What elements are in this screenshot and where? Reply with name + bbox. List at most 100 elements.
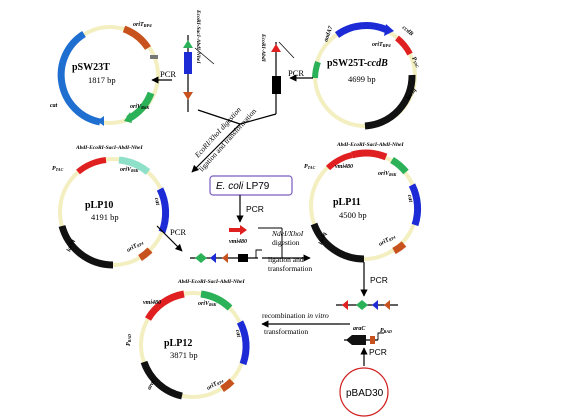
insert-fragment-right: EcoRI-AbdI — [260, 33, 295, 114]
digestion-2: NdeI/XhoI digestion ligation and transfo… — [258, 227, 312, 273]
plp12-arac-label: araC — [147, 376, 159, 391]
linear-fragment-middle — [190, 249, 262, 263]
psw23t-oriv-arrowhead — [124, 112, 132, 123]
plp11-oriv-label: oriVR6K — [378, 171, 397, 177]
plp11-laciq-gene — [310, 222, 365, 263]
plp12-cat-gene — [236, 320, 250, 366]
linear-fragment-right — [336, 300, 398, 310]
plp11-ptac-red — [325, 152, 353, 171]
plp10-oriv-label: oriVR6K — [120, 167, 139, 173]
plp10-ptac-label: PTAC — [52, 166, 64, 172]
digestion-2-label: NdeI/XhoI — [271, 229, 304, 238]
plasmid-psw23t: pSW23T 1817 bp oriTRP4 cat oriVR6K — [50, 22, 160, 126]
plp11-laciq-label: lacIq — [318, 232, 328, 246]
pcr-step-4: PCR — [360, 262, 388, 297]
plasmid-plp11: AbdI-EcoRI-SacI-AbdI-NheI pLP11 4500 bp … — [304, 142, 422, 263]
fragment-left-orange-arrow — [183, 92, 193, 100]
psw23t-oriv-label: oriVR6K — [130, 104, 150, 110]
plp12-cat-label: cat — [234, 329, 241, 338]
linear-mid-blue — [210, 253, 216, 263]
arac-fragment: araC PBAD PCR — [344, 326, 392, 366]
pcr-1-label: PCR — [160, 69, 176, 79]
vmi480-fragment-label: vmi480 — [229, 239, 247, 245]
ligation-2-label: ligation and — [268, 255, 304, 264]
plp10-cat-gene — [156, 187, 170, 234]
linear-mid-orange — [222, 253, 228, 263]
psw25t-aada7-gene — [334, 22, 389, 38]
psw23t-site-marker — [150, 55, 158, 59]
psw25t-ccdb-gene — [395, 35, 413, 56]
plp12-vmi480-gene — [144, 290, 185, 321]
plp10-oriv-gene — [118, 156, 151, 175]
linear-right-red — [342, 300, 348, 310]
merge-to-plp10-arrow — [191, 123, 241, 173]
digestion-merge: EcoRI/XhoI digestion ligation and transf… — [191, 105, 277, 173]
digestion-2b-label: digestion — [272, 238, 300, 247]
plp11-oriv-gene — [390, 156, 409, 175]
psw25t-name: pSW25T-ccdB — [327, 58, 388, 69]
recombination-label: recombination in vitro — [262, 311, 329, 320]
pcr-4-label: PCR — [370, 275, 388, 285]
ecoli-source: E. coli LP79 PCR vmi480 — [209, 175, 293, 245]
arac-gene-block — [346, 335, 366, 345]
linear-right-blue — [372, 300, 378, 310]
plp10-cat-label: cat — [153, 197, 160, 206]
fragment-left-site-leader — [194, 47, 215, 65]
plp10-orit-gene — [138, 247, 153, 261]
pcr-2-label: PCR — [288, 68, 304, 78]
arac-promoter — [377, 332, 384, 340]
pbad30-source: pBAD30 — [339, 367, 389, 417]
plp11-cat-gene — [408, 183, 422, 227]
plp12-oriv-label: oriVR6K — [198, 301, 217, 307]
psw23t-size: 1817 bp — [88, 75, 116, 85]
arac-pbad-label: PBAD — [380, 328, 392, 334]
psw25t-ptac-label: PTAC — [410, 56, 421, 69]
plp10-size: 4191 bp — [91, 212, 119, 222]
plp10-laciq-label: lacIq — [66, 239, 76, 253]
plp12-arac-gene — [140, 360, 183, 400]
vmi480-fragment-arrow — [229, 225, 247, 235]
linear-mid-black — [238, 254, 248, 262]
insert-fragment-left: EcoRI-SacI-AbdI-NheI — [183, 9, 215, 112]
psw23t-cat-label: cat — [50, 103, 58, 109]
pcr-step-3: PCR — [156, 225, 186, 252]
plp12-sites-label: AbdI-EcoRI-SacI-AbdI-NheI — [177, 279, 245, 285]
plp11-cat-label: cat — [406, 194, 413, 203]
plp10-orit-label: oriTRP4 — [126, 240, 144, 254]
plp12-vmi480-label: vmi480 — [143, 300, 161, 306]
plp11-vmi480-label: vmi480 — [335, 164, 353, 170]
plasmid-plp10: AbdI-EcoRI-SacI-AbdI-NheI pLP10 4191 bp … — [52, 145, 170, 269]
ligation-2b-label: transformation — [268, 264, 312, 273]
linear-right-orange — [384, 300, 390, 310]
merge-left-line — [197, 109, 241, 125]
plp12-pbad-label: PBAD — [126, 334, 132, 346]
plp12-orit-label: oriTRP4 — [206, 378, 224, 392]
psw25t-oriv-gene — [312, 60, 321, 79]
ecoli-label: E. coli LP79 — [216, 181, 270, 192]
pcr-3-label: PCR — [170, 227, 186, 237]
ecoli-box — [209, 175, 293, 196]
psw25t-orit-label: oriTRP4 — [372, 42, 391, 48]
plp11-name: pLP11 — [333, 197, 361, 208]
fragment-left-green-arrow — [183, 40, 193, 48]
plp12-orit-gene — [220, 378, 235, 392]
fragment-right-sites-label: EcoRI-AbdI — [260, 33, 266, 63]
psw23t-orit-label: oriTRP4 — [133, 22, 152, 28]
psw23t-orit-gene — [122, 25, 151, 51]
plasmid-plp12: AbdI-EcoRI-SacI-AbdI-NheI pLP12 3871 bp … — [126, 279, 250, 400]
plp10-sites-label: AbdI-EcoRI-SacI-AbdI-NheI — [75, 145, 143, 151]
pbad30-label: pBAD30 — [346, 388, 384, 399]
fragment-left-sites-label: EcoRI-SacI-AbdI-NheI — [195, 9, 201, 64]
plp11-ptac-label: PTAC — [304, 164, 316, 170]
linear-mid-promoter — [255, 249, 262, 258]
merge-right-line — [239, 113, 277, 125]
psw25t-laciq-gene — [364, 74, 416, 130]
pcr-step-1: PCR — [151, 69, 176, 84]
plp10-name: pLP10 — [85, 200, 113, 211]
psw25t-aada7-arrowhead — [384, 24, 394, 36]
plp12-oriv-gene — [200, 290, 233, 311]
pcr-step-2: PCR — [288, 68, 313, 82]
fragment-right-red-arrow — [271, 44, 281, 52]
psw25t-size: 4699 bp — [348, 74, 376, 84]
